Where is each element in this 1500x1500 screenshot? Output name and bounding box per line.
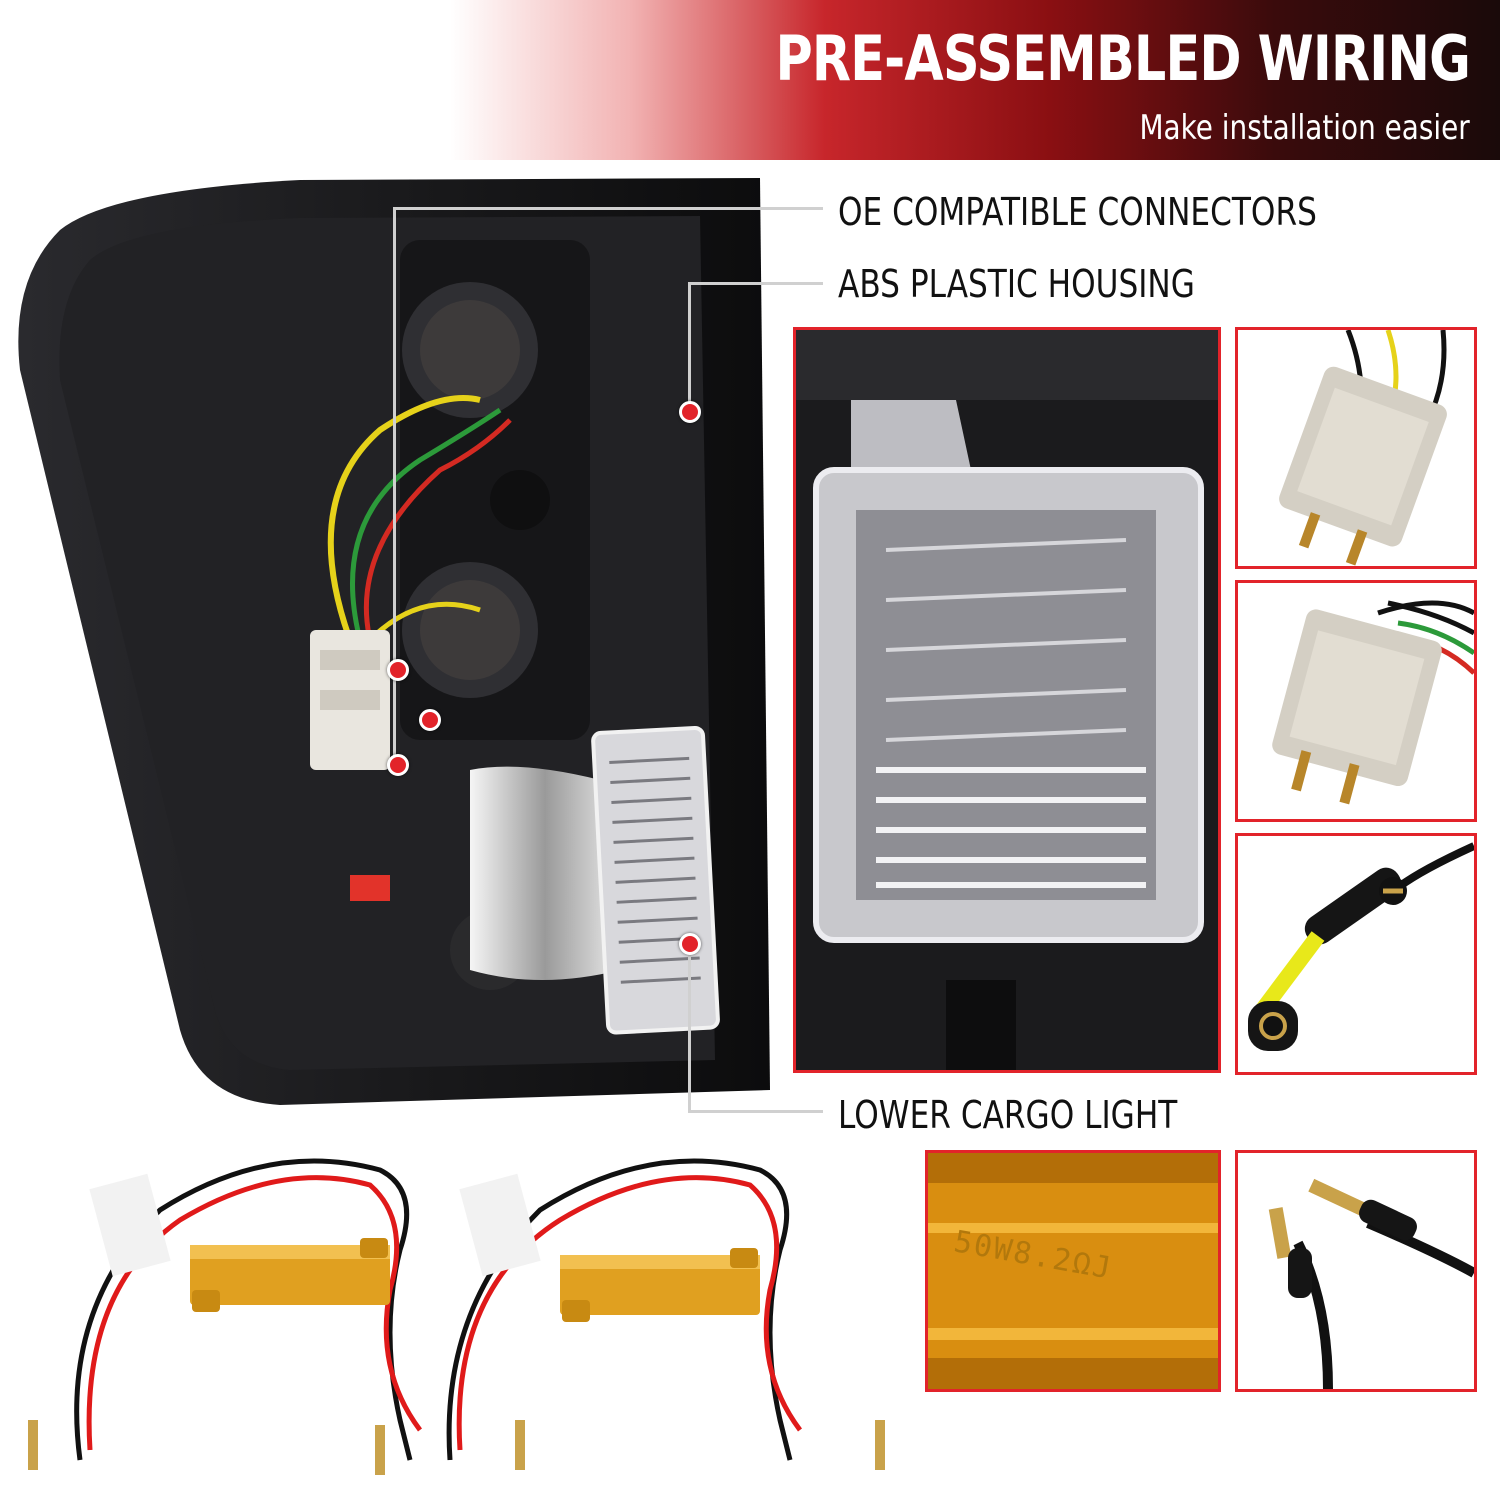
load-resistors-image: [28, 1158, 885, 1475]
page-subtitle: Make installation easier: [1139, 108, 1470, 148]
resistor-closeup-image: [928, 1153, 1218, 1389]
connector-closeup-panel-1: [1235, 327, 1477, 569]
leader-line-abs: [688, 282, 823, 285]
leader-line-cargo-vertical: [688, 940, 691, 1112]
wire-connector-image-1: [1279, 330, 1447, 566]
cargo-light-closeup-image: [796, 330, 1218, 1070]
callout-abs-housing: ABS PLASTIC HOUSING: [838, 262, 1195, 306]
cargo-light-closeup-panel: [793, 327, 1221, 1073]
page-title: PRE-ASSEMBLED WIRING: [775, 22, 1470, 95]
leader-line-abs-vertical: [688, 282, 691, 412]
leader-line-cargo: [688, 1110, 823, 1113]
callout-dot-cargo: [679, 933, 701, 955]
header-banner: [0, 0, 1500, 160]
callout-lower-cargo-light: LOWER CARGO LIGHT: [838, 1093, 1178, 1137]
callout-dot-connector-1: [387, 659, 409, 681]
resistor-closeup-panel: 50W8.2ΩJ: [925, 1150, 1221, 1392]
connector-closeup-panel-2: [1235, 580, 1477, 822]
leader-line-oe-vertical: [393, 207, 396, 767]
wire-connector-image-2: [1272, 600, 1474, 805]
tail-light-housing-image: [18, 178, 771, 1105]
connector-closeup-panel-3: [1235, 833, 1477, 1075]
callout-dot-connector-2: [419, 709, 441, 731]
spade-terminal-image: [1268, 1178, 1474, 1389]
terminal-closeup-panel: [1235, 1150, 1477, 1392]
callout-dot-connector-3: [387, 754, 409, 776]
bullet-connector-image: [1248, 842, 1474, 1051]
leader-line-oe: [393, 207, 823, 210]
callout-oe-connectors: OE COMPATIBLE CONNECTORS: [838, 190, 1317, 234]
callout-dot-abs: [679, 401, 701, 423]
